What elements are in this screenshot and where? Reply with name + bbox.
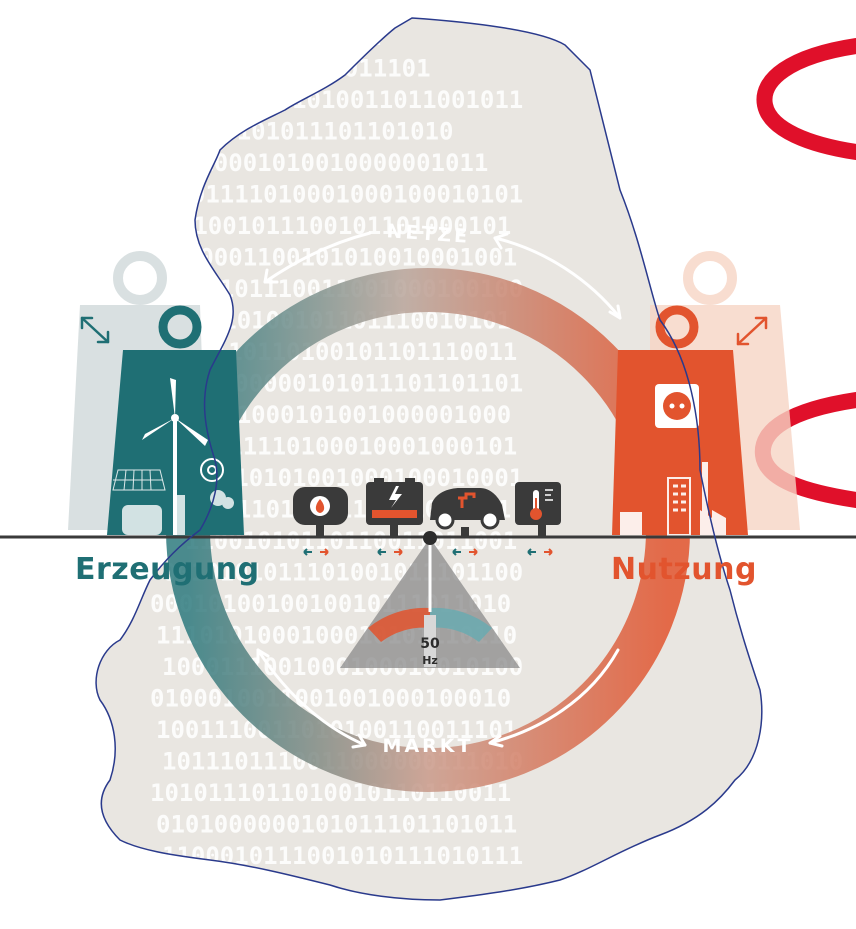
map-outline — [95, 17, 763, 901]
binary-row: 0100010011001001000100010 — [150, 685, 511, 713]
binary-row: 0100101101101001 — [150, 23, 381, 51]
double-arrow-icon — [736, 316, 768, 346]
generation-label: Erzeugung — [75, 552, 260, 587]
binary-row: 1010001110100011101 — [156, 55, 431, 83]
binary-row: 1000001100101010010001001 — [156, 244, 517, 272]
battery-icon — [366, 478, 423, 537]
red-arc-top — [756, 38, 856, 160]
generation-weight — [68, 251, 244, 535]
binary-row: 1001111010001000100010101 — [162, 181, 523, 209]
gas-tank-icon — [293, 487, 348, 537]
markt-label: MARKT — [383, 735, 474, 757]
heat-storage-icon — [515, 482, 561, 537]
frequency-gauge: 50 Hz — [340, 531, 520, 668]
binary-row: 0101 0101011101101010 — [150, 118, 453, 146]
binary-row: 1100010111001010111010111 — [162, 842, 523, 870]
binary-row: 0010101011101001011101100 — [162, 559, 523, 587]
electric-car-icon — [430, 488, 505, 537]
frequency-value: 50 — [420, 636, 440, 652]
gauge-red-band — [368, 607, 430, 642]
usage-weight — [612, 251, 800, 536]
double-arrow-icon — [80, 316, 110, 344]
binary-row: 0001001011100101101000101 — [150, 212, 511, 240]
storage-icons — [293, 478, 561, 556]
flow-arrows — [303, 548, 553, 556]
frequency-unit: Hz — [422, 654, 438, 667]
binary-row: 00010001010010000001011 — [156, 149, 488, 177]
gauge-teal-band — [430, 607, 492, 642]
factory-icon — [620, 462, 726, 536]
power-socket-icon — [655, 384, 699, 428]
solar-panel-icon — [112, 469, 166, 491]
ring-bottom-arc — [166, 529, 690, 792]
biogas-icon — [122, 490, 234, 535]
usage-label: Nutzung — [611, 552, 757, 587]
binary-row: 0101000000101011101101011 — [156, 811, 517, 839]
wind-turbine-icon — [142, 378, 208, 535]
binary-row: 0110111011010011011001011 — [162, 86, 523, 114]
